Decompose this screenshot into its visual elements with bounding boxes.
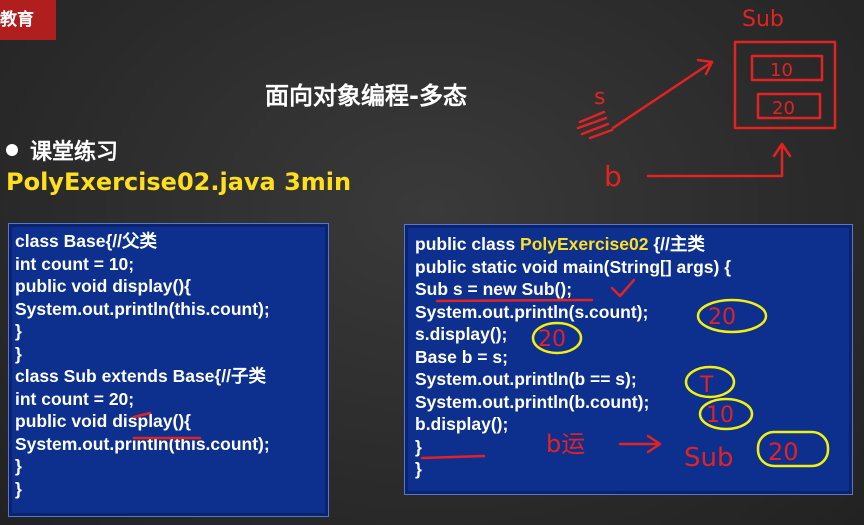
- code-line: Sub s = new Sub();: [415, 279, 573, 299]
- code-line: s.display();: [415, 324, 508, 344]
- code-line: public class PolyExercise02 {//主类: [415, 233, 852, 256]
- bullet-dot-icon: [6, 144, 18, 156]
- bullet-row: 课堂练习: [6, 134, 118, 166]
- code-line: public void display(){: [15, 276, 191, 296]
- code-line: public void display(){: [15, 411, 191, 431]
- code-line: }: [15, 343, 22, 364]
- class-name-highlight: PolyExercise02: [520, 234, 649, 254]
- code-line: }: [15, 478, 22, 499]
- diagram-box-bottom-value: 20: [772, 98, 795, 119]
- brand-logo: 教育: [0, 0, 56, 40]
- s-hatch-mark: [576, 110, 614, 140]
- code-line: }: [15, 456, 22, 476]
- code-line: }: [415, 436, 422, 457]
- code-line: int count = 10;: [15, 253, 135, 274]
- diagram-sub-label: Sub: [742, 7, 784, 32]
- right-code-panel: public class PolyExercise02 {//主类 public…: [404, 224, 853, 495]
- sub-object-box: [733, 40, 837, 130]
- left-code-panel: class Base{//父类 int count = 10; public v…: [8, 223, 329, 517]
- arrow-s-to-sub: [611, 60, 714, 130]
- exercise-filename: PolyExercise02.java 3min: [6, 168, 352, 196]
- code-line: System.out.println(s.count);: [415, 301, 649, 322]
- code-line: System.out.println(this.count);: [15, 298, 270, 319]
- diagram-s-label: s: [594, 85, 605, 110]
- bullet-label: 课堂练习: [30, 140, 119, 165]
- code-line: public static void main(String[] args) {: [415, 256, 732, 277]
- sub-field-box-bottom: [756, 92, 822, 120]
- code-line: class Sub extends Base{//子类: [15, 366, 266, 386]
- arrow-head-icon: [696, 58, 714, 76]
- diagram-b-label: b: [604, 160, 622, 193]
- code-token: public class: [415, 234, 521, 254]
- diagram-box-top-value: 10: [770, 60, 793, 81]
- code-line: System.out.println(b == s);: [415, 369, 637, 389]
- code-line: Base b = s;: [415, 346, 508, 367]
- sub-field-box-top: [750, 54, 824, 82]
- code-line: }: [15, 321, 22, 341]
- arrow-head-icon: [772, 142, 792, 158]
- code-line: System.out.println(this.count);: [15, 433, 270, 454]
- code-line: }: [415, 459, 422, 479]
- code-line: b.display();: [415, 414, 509, 434]
- code-line: System.out.println(b.count);: [415, 391, 650, 412]
- code-line: class Base{//父类: [15, 231, 158, 251]
- arrow-b-to-sub: [646, 144, 784, 178]
- code-line: int count = 20;: [15, 388, 135, 409]
- code-token: {//主类: [648, 234, 705, 254]
- slide-title: 面向对象编程-多态: [265, 82, 467, 110]
